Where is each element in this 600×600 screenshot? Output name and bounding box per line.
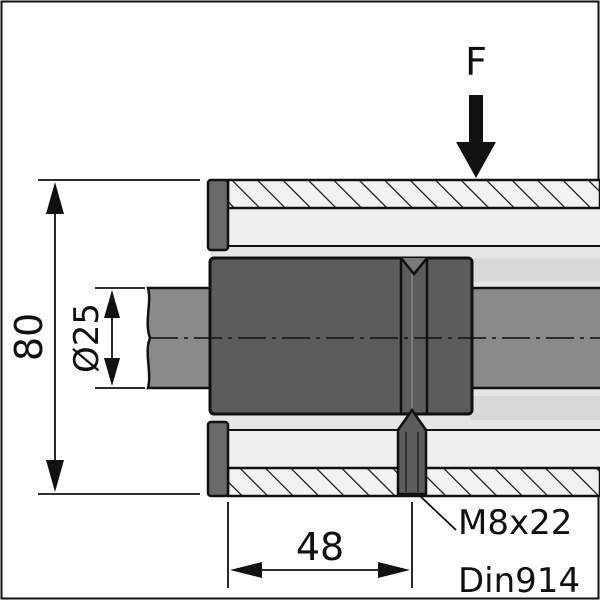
set-screw xyxy=(396,407,428,496)
length-label: 48 xyxy=(296,525,344,569)
hub-part xyxy=(208,256,474,416)
housing-wall-top xyxy=(226,178,600,210)
diameter-label: Ø25 xyxy=(67,303,107,373)
height-label: 80 xyxy=(7,313,51,361)
force-arrow xyxy=(456,95,496,178)
shaft xyxy=(146,286,600,390)
force-label: F xyxy=(465,40,487,84)
housing-flange xyxy=(206,178,230,498)
screw-standard-label: Din914 xyxy=(458,561,580,600)
diameter-dimension xyxy=(95,287,145,389)
screw-size-label: M8x22 xyxy=(458,503,572,543)
length-dimension xyxy=(227,502,413,588)
screw-leader xyxy=(419,495,457,531)
height-dimension xyxy=(38,179,200,495)
